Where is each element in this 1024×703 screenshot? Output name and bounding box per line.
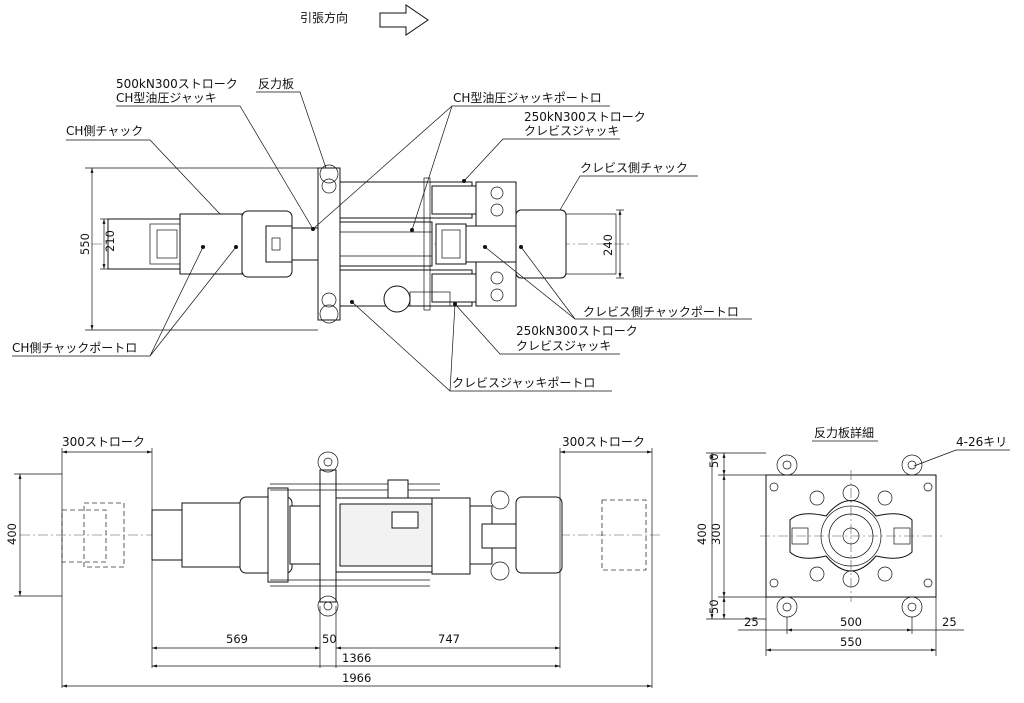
dim-hole-pitch-v: 300: [709, 523, 723, 545]
front-view: 300ストローク 300ストローク 400 569 50 747 1366 19…: [5, 435, 660, 688]
ch-chuck: [107, 218, 181, 270]
dim-plate-width: 550: [840, 635, 862, 649]
label-clevis-jack-top-1: 250kN300ストローク: [524, 110, 646, 124]
label-clevis-chuck-port: クレビス側チャックポートロ: [583, 305, 739, 319]
dim-right-len: 747: [438, 632, 460, 646]
dim-plate-height: 400: [695, 523, 709, 545]
plate-hole-note: 4-26キリ: [956, 435, 1007, 449]
plate-detail-title: 反力板詳細: [814, 425, 874, 440]
dim-plate: 50: [322, 632, 337, 646]
clevis-chuck: [515, 209, 567, 279]
dim-margin-right: 25: [942, 615, 957, 629]
front-clevis-chuck: [515, 496, 563, 574]
dim-margin-top: 50: [707, 453, 721, 468]
dim-hole-pitch-h: 500: [840, 615, 862, 629]
label-clevis-chuck: クレビス側チャック: [580, 161, 688, 175]
direction-arrow-icon: [379, 4, 429, 36]
dim-clevis-chuck-height: 240: [601, 234, 615, 256]
label-ch-jack-1: 500kN300ストローク: [116, 77, 238, 91]
label-clevis-jack-bottom-2: クレビスジャッキ: [516, 339, 611, 353]
label-ch-port: CH型油圧ジャッキポートロ: [453, 91, 602, 105]
label-clevis-jack-bottom-1: 250kN300ストローク: [516, 324, 638, 338]
dim-left-len: 569: [226, 632, 248, 646]
label-ch-chuck-port: CH側チャックポートロ: [12, 341, 137, 355]
plate-detail: 反力板詳細 4-26キリ 400: [695, 425, 1010, 656]
label-stroke-left: 300ストローク: [62, 435, 145, 449]
pull-direction: 引張方向: [300, 4, 429, 36]
clevis-chuck-stroke-ghost: [601, 499, 647, 571]
dim-front-height: 400: [5, 523, 19, 545]
dim-mid-total: 1366: [342, 651, 371, 665]
label-ch-jack-2: CH型油圧ジャッキ: [116, 91, 217, 105]
label-reaction-plate: 反力板: [258, 77, 294, 91]
direction-label: 引張方向: [300, 10, 348, 25]
label-clevis-jack-port: クレビスジャッキポートロ: [452, 376, 595, 390]
dim-ch-chuck-height: 210: [103, 230, 117, 252]
dim-margin-bottom: 50: [707, 599, 721, 614]
label-clevis-jack-top-2: クレビスジャッキ: [524, 124, 619, 138]
top-view: 550 210 240 500kN300ストローク CH型油圧ジャッキ 反力板 …: [12, 77, 752, 392]
dim-overall-height: 550: [78, 233, 92, 255]
dim-margin-left: 25: [744, 615, 759, 629]
label-ch-chuck: CH側チャック: [66, 124, 143, 138]
reaction-plate: [317, 167, 341, 321]
dim-overall: 1966: [342, 671, 371, 685]
label-stroke-right: 300ストローク: [562, 435, 645, 449]
